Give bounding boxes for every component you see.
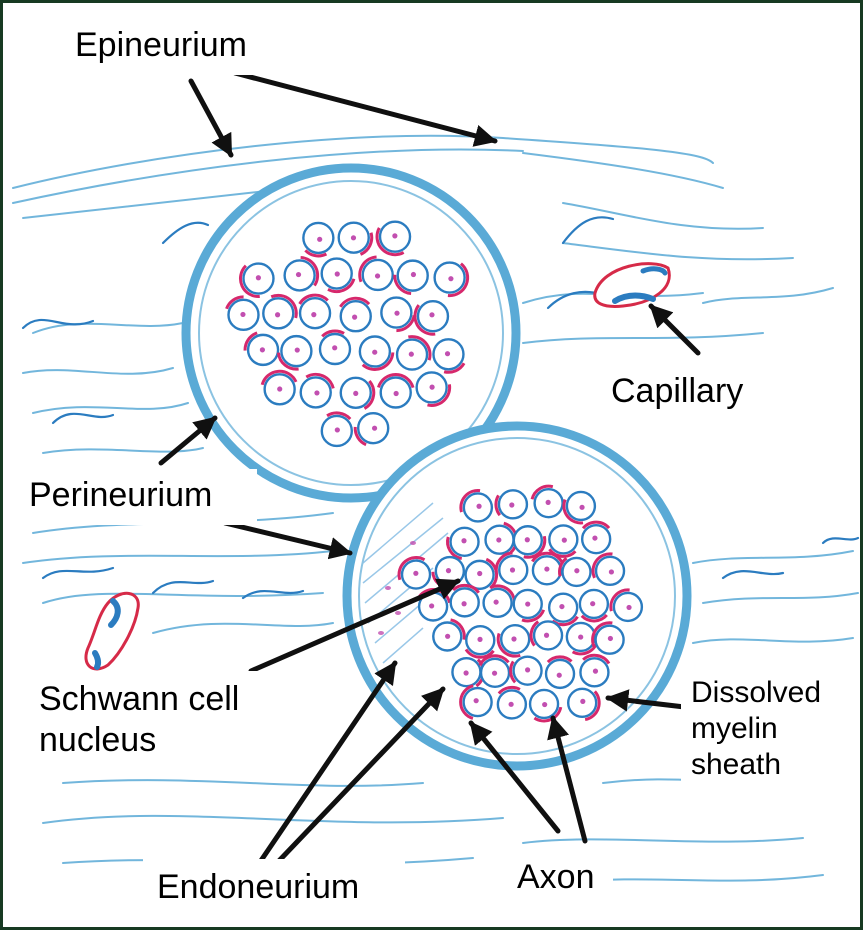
- nerve-fiber: [566, 687, 601, 722]
- label-dissolved-line-2: myelin: [691, 712, 778, 745]
- label-endoneurium: Endoneurium: [143, 859, 405, 921]
- nerve-fiber: [609, 588, 644, 623]
- nerve-fiber: [225, 295, 260, 332]
- nerve-fiber: [283, 255, 320, 292]
- nerve-fiber: [415, 371, 452, 407]
- nerve-fiber: [238, 262, 275, 299]
- upper-fascicle: [181, 163, 521, 503]
- nerve-fiber: [432, 338, 466, 374]
- label-schwann-cell-nucleus: Schwann cell nucleus: [23, 671, 273, 777]
- nerve-fiber: [353, 411, 390, 447]
- label-axon: Axon: [501, 849, 613, 909]
- nerve-fiber: [591, 621, 625, 655]
- nerve-fiber: [591, 552, 626, 587]
- lower-fascicle: [342, 421, 692, 771]
- nerve-fiber: [432, 618, 466, 652]
- nerve-fiber: [496, 685, 528, 720]
- nerve-fiber: [375, 220, 412, 257]
- label-dissolved-line-1: Dissolved: [691, 676, 822, 709]
- nerve-fiber: [562, 490, 597, 525]
- nerve-fiber: [547, 592, 579, 627]
- nerve-fiber: [298, 293, 332, 330]
- label-schwann-line-1: Schwann cell: [39, 680, 240, 718]
- nerve-fiber: [260, 369, 298, 406]
- label-schwann-line-2: nucleus: [39, 720, 157, 759]
- nerve-fiber: [494, 551, 529, 586]
- nerve-fiber: [496, 623, 531, 658]
- nerve-fiber: [358, 335, 395, 371]
- label-dissolved-line-3: sheath: [691, 748, 782, 781]
- nerve-fiber: [299, 372, 335, 409]
- nerve-fiber: [459, 488, 494, 523]
- nerve-fiber: [339, 376, 376, 410]
- nerve-fiber: [318, 329, 352, 366]
- nerve-fiber: [337, 221, 374, 256]
- nerve-fiber: [320, 411, 354, 448]
- nerve-fiber: [262, 293, 298, 330]
- nerve-fiber: [464, 624, 496, 659]
- nerve-fiber: [558, 556, 592, 588]
- nerve-fiber: [320, 257, 356, 294]
- nerve-fiber: [531, 551, 564, 586]
- annotation-arrows: [158, 70, 701, 868]
- capillary-right: [593, 262, 671, 308]
- nerve-fiber: [548, 524, 579, 558]
- nerve-fiber: [494, 489, 529, 520]
- nerve-fiber: [579, 653, 611, 688]
- nerve-fiber: [512, 525, 547, 559]
- nerve-fiber: [276, 334, 313, 371]
- capillary-left: [84, 592, 140, 671]
- label-dissolved-myelin-sheath: Dissolved myelin sheath: [681, 671, 849, 793]
- nerve-cross-section-drawing: [12, 70, 860, 884]
- nerve-fiber: [449, 583, 480, 618]
- nerve-fiber: [302, 221, 335, 258]
- label-epineurium: Epineurium: [61, 19, 283, 75]
- nerve-fiber: [393, 259, 429, 296]
- nerve-fiber: [243, 331, 280, 367]
- nerve-fiber: [395, 335, 432, 371]
- nerve-fiber: [377, 372, 415, 409]
- nerve-fiber: [464, 557, 499, 591]
- nerve-fiber: [459, 684, 493, 720]
- label-perineurium: Perineurium: [19, 469, 257, 525]
- nerve-fiber: [339, 296, 372, 333]
- nerve-fiber: [578, 588, 610, 623]
- nerve-fiber: [544, 655, 576, 690]
- nerve-fiber: [512, 588, 546, 623]
- nerve-fiber: [451, 656, 485, 688]
- label-capillary: Capillary: [595, 363, 791, 423]
- nerve-fiber: [478, 654, 511, 688]
- nerve-fiber: [397, 556, 432, 590]
- nerve-fiber: [509, 655, 543, 686]
- nerve-fiber: [433, 261, 470, 298]
- nerve-fiber: [580, 520, 612, 555]
- nerve-fiber: [358, 255, 394, 292]
- nerve-fiber: [446, 526, 480, 561]
- nerve-fiber: [529, 620, 564, 651]
- nerve-fiber: [413, 300, 450, 336]
